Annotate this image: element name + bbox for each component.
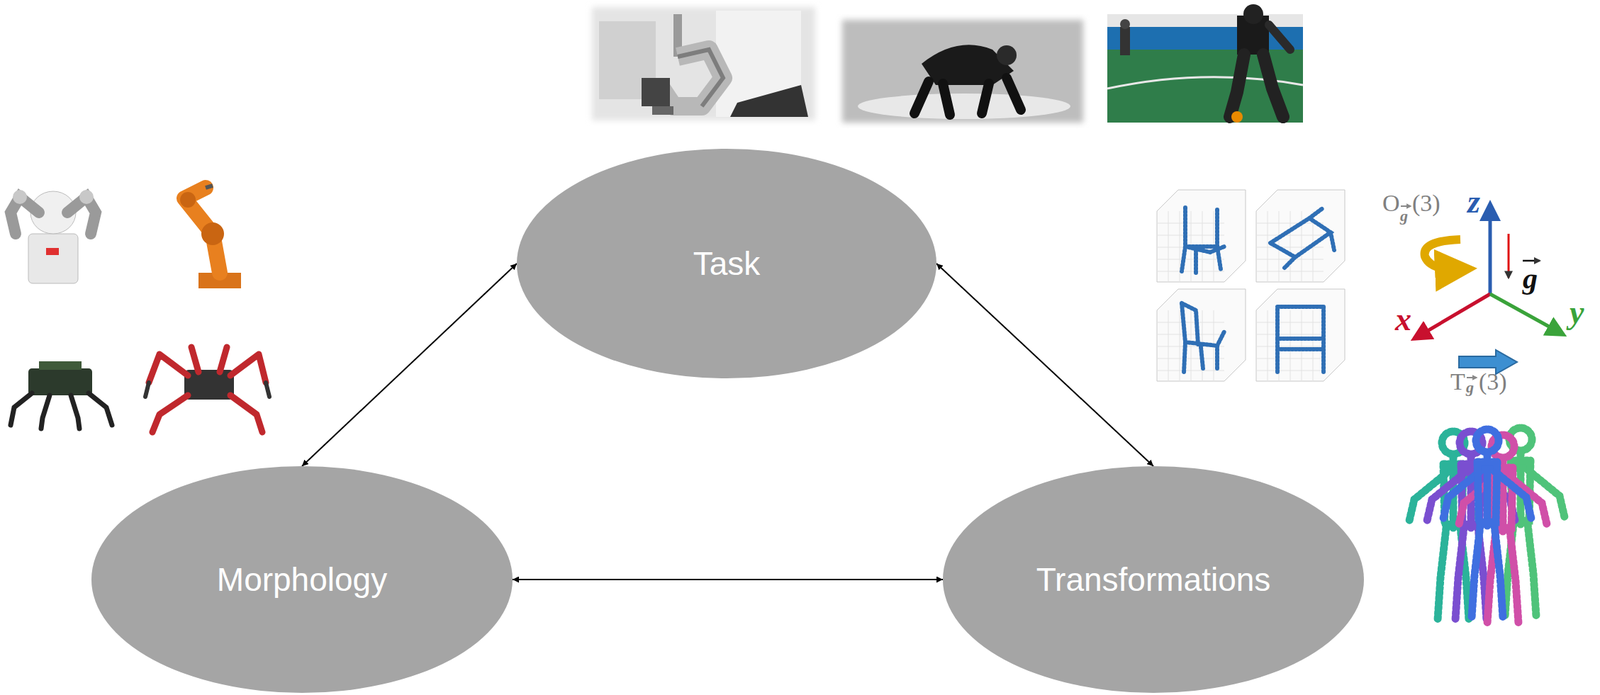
photo-manipulator [730,85,809,117]
photo-legged-robot [914,77,1021,115]
chair-cloud [1181,303,1225,373]
spider-robot [145,347,270,433]
node-label: Morphology [216,560,388,600]
industrial-arm-robot [201,222,225,246]
chair-cloud [1256,346,1324,348]
chair-cloud [1256,289,1345,382]
industrial-arm-robot [180,185,242,289]
chair-cloud [1156,189,1246,283]
coordinate-frame [1400,205,1411,208]
photo-legged-robot [842,19,1084,123]
hexapod-robot [28,368,93,396]
hexapod-robot [10,393,113,429]
chair-cloud [1256,358,1324,360]
chair-cloud [1156,259,1225,261]
chair-cloud [1256,247,1324,249]
ellipse-fill [516,148,937,379]
photo-manipulator [591,7,816,121]
chair-cloud [1156,289,1246,382]
connector-arrow [512,579,943,581]
chair-cloud [1156,189,1246,283]
coordinate-frame [1424,239,1461,270]
ellipse-fill [942,466,1364,694]
axis-label: T [1450,370,1466,395]
photo-manipulator [677,49,724,107]
coordinate-frame [1507,233,1510,278]
ellipse-fill [91,466,513,694]
hexapod-robot [10,361,113,429]
chair-cloud [1270,207,1335,268]
industrial-arm-robot [180,192,196,208]
chair-cloud [1277,306,1324,373]
axis-label: g [1522,263,1538,294]
dual-arm-robot [79,189,94,205]
axis-label: g [1400,208,1408,225]
photo-humanoid-soccer [1107,4,1303,123]
chair-cloud [1156,358,1225,360]
chair-cloud [1181,207,1225,274]
coordinate-frame [1522,260,1540,263]
chair-cloud [1256,259,1324,261]
chair-cloud [1256,271,1324,273]
chair-cloud [1256,189,1345,283]
node-label: Task [693,244,761,283]
ellipse-node: Task [516,148,937,379]
photo-humanoid-soccer [1231,111,1243,123]
node-label: Transformations [1036,560,1272,600]
photo-humanoid-soccer [1120,19,1130,30]
spider-robot [184,370,234,400]
chair-cloud [1256,370,1324,372]
photo-humanoid-soccer [1243,4,1264,25]
chair-cloud [1156,289,1246,382]
point-cloud-chairs [1156,189,1345,382]
spider-robot [145,382,270,397]
ellipse-node: Morphology [91,466,513,694]
point-cloud-humans [1409,428,1565,624]
spider-robot [148,347,266,433]
dual-arm-robot [12,189,27,205]
photo-humanoid-soccer [1107,14,1303,50]
point-cloud-humans [1443,429,1532,619]
axis-label: z [1467,185,1481,219]
photo-manipulator [591,7,816,121]
photo-legged-robot [842,19,1084,123]
photo-manipulator [652,106,674,115]
coordinate-frame [1466,377,1477,379]
photo-humanoid-soccer [1107,14,1303,123]
dual-arm-robot [46,248,59,256]
axis-label: g [1466,379,1474,396]
axis-label: (3) [1412,191,1441,216]
dual-arm-robot [28,233,78,284]
axis-label: y [1569,296,1584,329]
chair-cloud [1156,271,1225,273]
coordinate-frame [1414,294,1491,339]
photo-manipulator [641,77,670,107]
industrial-arm-robot [205,185,213,188]
chair-cloud [1156,370,1225,372]
photo-humanoid-soccer [1229,54,1284,117]
hexapod-robot [38,361,82,371]
photo-legged-robot [857,93,1071,120]
chair-cloud [1256,289,1345,382]
connector-arrow [301,263,517,467]
axis-label: O [1382,191,1401,216]
chair-cloud [1256,189,1345,283]
photo-humanoid-soccer [1120,26,1130,56]
coordinate-frame [1400,204,1564,378]
dual-arm-robot [10,197,39,234]
axis-label: x [1395,303,1412,337]
ellipse-node: Transformations [942,466,1364,694]
dual-arm-robot [67,197,96,234]
coordinate-frame [1488,204,1493,295]
photo-humanoid-soccer [1268,24,1291,50]
coordinate-frame [1490,294,1564,335]
axis-label: (3) [1478,370,1508,395]
photo-legged-robot [996,45,1017,66]
dual-arm-robot [10,189,96,284]
connector-arrow [936,263,1154,467]
